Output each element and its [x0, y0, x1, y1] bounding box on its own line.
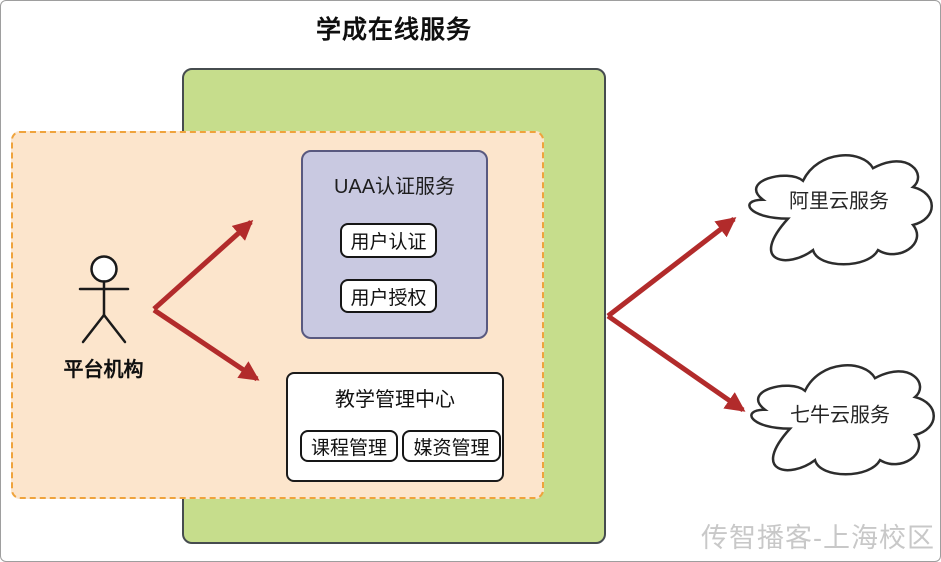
diagram-title: 学成在线服务 [315, 16, 472, 44]
user-authorization-node: 用户授权 [340, 279, 437, 313]
watermark-text: 传智播客-上海校区 [701, 523, 935, 553]
teaching-management-center-title: 教学管理中心 [335, 389, 455, 411]
uaa-auth-service-box: UAA认证服务 用户认证 用户授权 [301, 150, 488, 339]
cloud-aliyun-label: 阿里云服务 [789, 190, 889, 213]
uaa-auth-service-title: UAA认证服务 [333, 176, 456, 198]
actor-label: 平台机构 [63, 359, 144, 381]
media-management-node: 媒资管理 [402, 430, 501, 462]
arrow-service-to-qiniu [606, 313, 746, 413]
cloud-qiniu-label: 七牛云服务 [790, 404, 890, 427]
user-authentication-node: 用户认证 [340, 223, 437, 258]
course-management-node: 课程管理 [300, 430, 398, 462]
teaching-management-center-box: 教学管理中心 课程管理 媒资管理 [286, 372, 504, 482]
arrow-service-to-aliyun [606, 217, 737, 318]
